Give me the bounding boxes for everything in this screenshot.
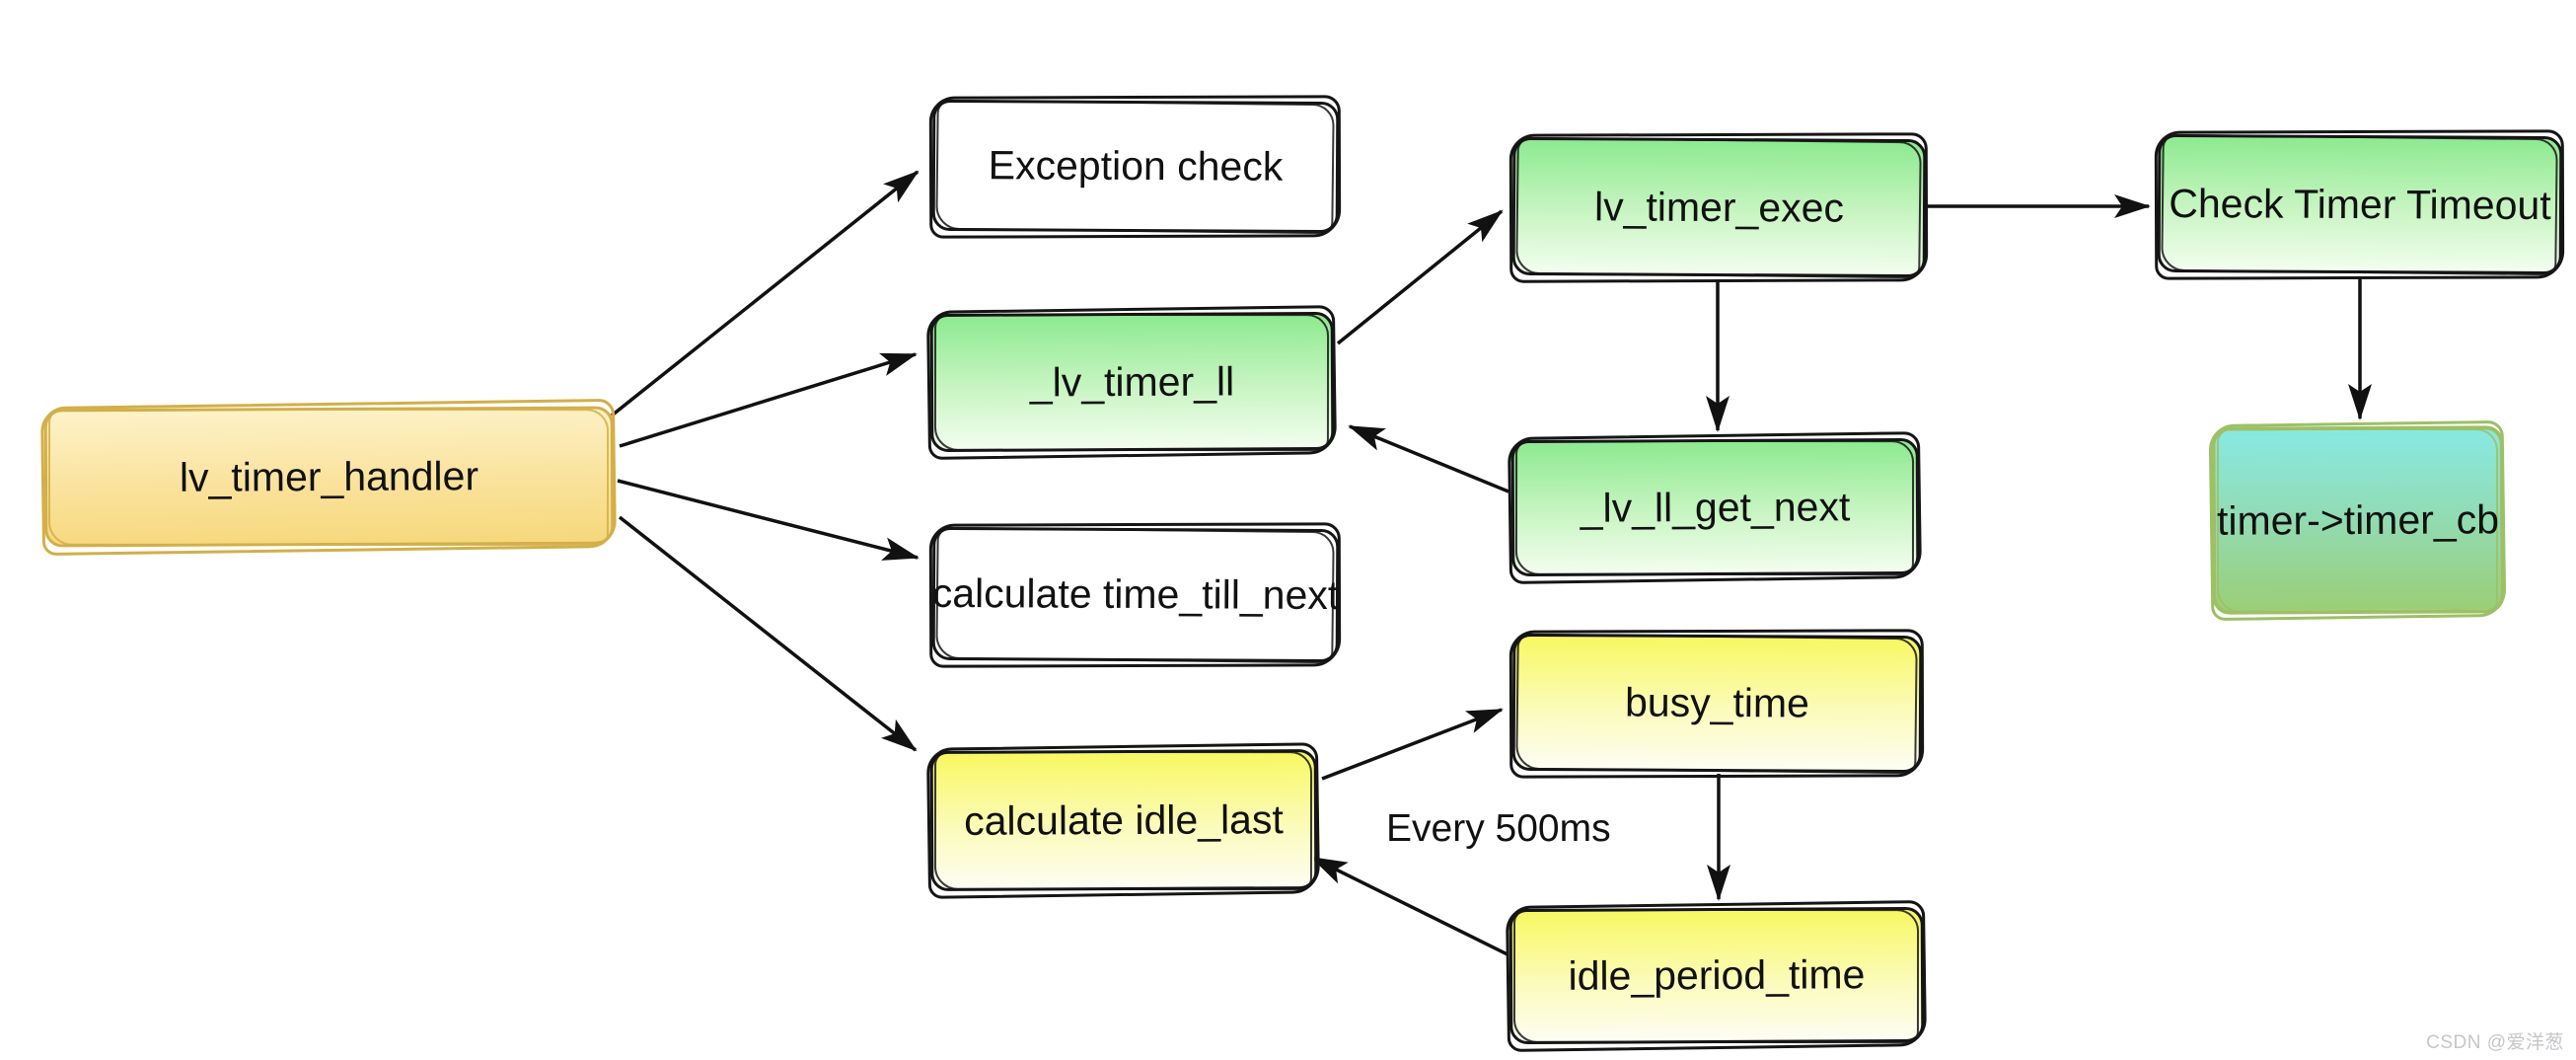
node-idle-period-time: idle_period_time — [1509, 906, 1925, 1045]
node-label: calculate idle_last — [964, 795, 1284, 844]
node-busy-time: busy_time — [1511, 633, 1923, 774]
arrow-handler-to-exception-check — [610, 170, 920, 417]
node-label: busy_time — [1624, 679, 1810, 726]
node-lv-timer-exec: lv_timer_exec — [1511, 136, 1927, 278]
node-calculate-idle-last: calculate idle_last — [929, 748, 1318, 892]
arrow-handler-to-calc-idle-last — [618, 515, 918, 752]
node-label: Exception check — [988, 142, 1284, 189]
arrow-ll-get-next-to-lv-timer-ll — [1348, 424, 1509, 493]
node-timer-timer-cb: timer->timer_cb — [2211, 425, 2505, 615]
annotation-every-500ms: Every 500ms — [1386, 807, 1611, 850]
node-lv-ll-get-next: _lv_ll_get_next — [1510, 437, 1920, 577]
node-exception-check: Exception check — [931, 99, 1340, 234]
node-label: calculate time_till_next — [931, 569, 1340, 619]
node-check-timer-timeout: Check Timer Timeout — [2157, 133, 2563, 275]
node-label: _lv_timer_ll — [1029, 357, 1235, 406]
node-label: idle_period_time — [1568, 951, 1866, 999]
node-label: timer->timer_cb — [2216, 495, 2500, 544]
node-label: lv_timer_exec — [1593, 183, 1845, 231]
node-label: _lv_ll_get_next — [1580, 483, 1851, 531]
arrow-handler-to-calc-time-till-next — [617, 479, 920, 561]
watermark: CSDN @爱洋葱 — [2426, 1032, 2564, 1053]
node-calculate-time-till-next: calculate time_till_next — [931, 526, 1340, 663]
arrow-lv-timer-ll-to-lv-timer-exec — [1336, 209, 1504, 345]
arrow-idle-period-to-calc-idle-last — [1310, 856, 1509, 956]
node-label: lv_timer_handler — [179, 452, 479, 500]
arrow-handler-to-lv-timer-ll — [619, 352, 918, 448]
node-lv-timer-ll: _lv_timer_ll — [929, 311, 1335, 453]
arrow-calc-idle-last-to-busy-time — [1321, 708, 1504, 781]
node-label: Check Timer Timeout — [2169, 180, 2551, 228]
node-lv-timer-handler: lv_timer_handler — [43, 406, 615, 548]
